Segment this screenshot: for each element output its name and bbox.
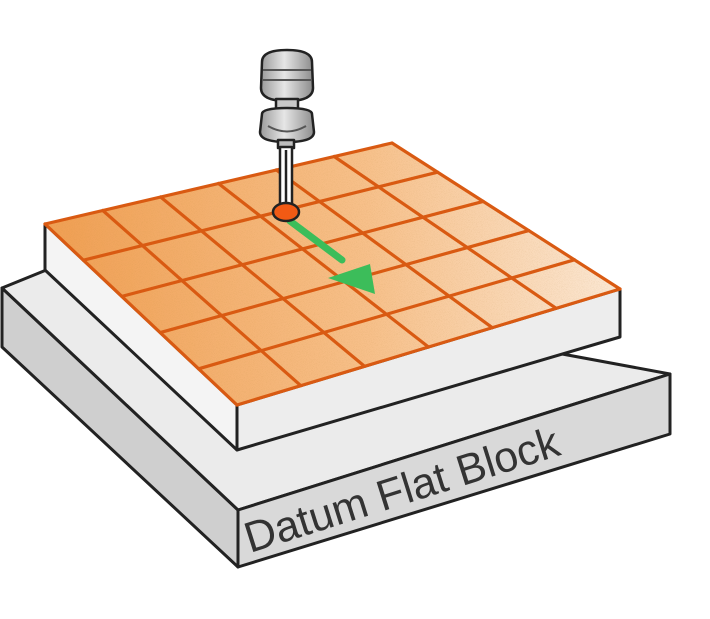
grid-line-horizontal bbox=[43, 141, 394, 226]
grid-line-vertical bbox=[332, 154, 558, 310]
grid-line-vertical bbox=[43, 222, 239, 407]
base-front-face bbox=[236, 372, 672, 569]
grid-line-vertical bbox=[274, 168, 494, 330]
grid-line-horizontal bbox=[197, 258, 577, 371]
dial-indicator-probe-icon bbox=[258, 48, 316, 223]
grid-line-horizontal bbox=[120, 199, 485, 298]
grid-line-vertical bbox=[390, 141, 622, 291]
grid-line-vertical bbox=[216, 181, 431, 349]
scan-direction-arrow-icon bbox=[286, 217, 375, 294]
grid-line-vertical bbox=[159, 195, 367, 368]
grid-line-vertical bbox=[101, 208, 303, 388]
grid-line-horizontal bbox=[81, 170, 440, 262]
grid-line-horizontal bbox=[235, 287, 622, 407]
